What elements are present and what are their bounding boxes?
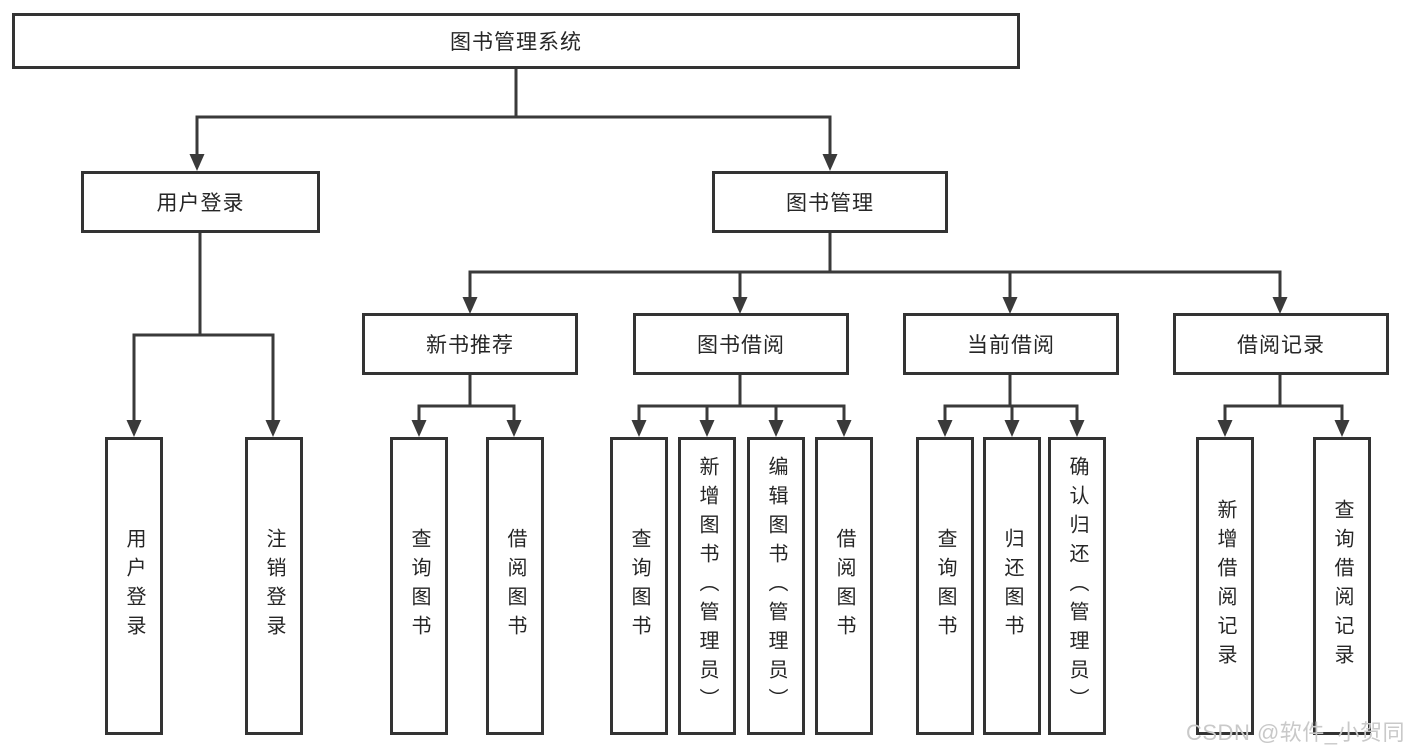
arrowhead-icon [699, 420, 715, 437]
leaf-label: 新增图书（管理员） [696, 455, 718, 717]
connector-mgmt-to-level3 [468, 230, 1282, 302]
node-label: 图书借阅 [697, 334, 785, 357]
node-book-borrow: 图书借阅 [633, 313, 849, 375]
arrowhead-icon [189, 154, 205, 171]
leaf-nb-query-books: 查询图书 [390, 437, 448, 735]
connector-record-to-leaves [1223, 372, 1344, 424]
arrowhead-icon [411, 420, 427, 437]
connector-borrow-to-leaves [637, 372, 846, 424]
node-label: 新书推荐 [426, 334, 514, 357]
leaf-nb-borrow-books: 借阅图书 [486, 437, 544, 735]
node-current-borrow: 当前借阅 [903, 313, 1119, 375]
arrowhead-icon [1334, 420, 1350, 437]
leaf-br-add-record: 新增借阅记录 [1196, 437, 1254, 735]
node-label: 图书管理系统 [450, 31, 582, 54]
arrowhead-icon [732, 297, 748, 314]
arrowhead-icon [1002, 297, 1018, 314]
connector-newbook-to-leaves [417, 372, 516, 424]
node-book-management: 图书管理 [712, 171, 948, 233]
arrowhead-icon [1004, 420, 1020, 437]
node-label: 用户登录 [156, 192, 245, 215]
leaf-cb-confirm-return-admin: 确认归还（管理员） [1048, 437, 1106, 735]
arrowhead-icon [1272, 297, 1288, 314]
leaf-label: 查询借阅记录 [1331, 499, 1353, 673]
arrowhead-icon [836, 420, 852, 437]
arrowhead-icon [768, 420, 784, 437]
arrowhead-icon [631, 420, 647, 437]
arrowhead-icon [822, 154, 838, 171]
arrowhead-icon [1217, 420, 1233, 437]
leaf-label: 查询图书 [934, 528, 956, 644]
leaf-label: 新增借阅记录 [1214, 499, 1236, 673]
leaf-label: 归还图书 [1001, 528, 1023, 644]
leaf-label: 借阅图书 [833, 528, 855, 644]
leaf-user-login: 用户登录 [105, 437, 163, 735]
connector-current-to-leaves [943, 372, 1079, 424]
node-label: 图书管理 [786, 192, 874, 215]
leaf-label: 查询图书 [628, 528, 650, 644]
arrowhead-icon [506, 420, 522, 437]
csdn-watermark: CSDN @软件_小贺同学 [1186, 720, 1405, 745]
arrowhead-icon [265, 420, 281, 437]
connector-root-to-level2 [195, 66, 832, 159]
leaf-cb-query-books: 查询图书 [916, 437, 974, 735]
leaf-br-query-record: 查询借阅记录 [1313, 437, 1371, 735]
leaf-logout: 注销登录 [245, 437, 303, 735]
leaf-label: 用户登录 [123, 528, 145, 644]
leaf-label: 编辑图书（管理员） [765, 455, 787, 717]
leaf-label: 注销登录 [263, 528, 285, 644]
leaf-bb-edit-books-admin: 编辑图书（管理员） [747, 437, 805, 735]
node-label: 当前借阅 [967, 334, 1055, 357]
connector-login-to-leaves [132, 230, 275, 424]
leaf-bb-add-books-admin: 新增图书（管理员） [678, 437, 736, 735]
node-user-login: 用户登录 [81, 171, 320, 233]
node-label: 借阅记录 [1237, 334, 1325, 357]
leaf-label: 借阅图书 [504, 528, 526, 644]
node-borrow-records: 借阅记录 [1173, 313, 1389, 375]
node-library-management-system: 图书管理系统 [12, 13, 1020, 69]
leaf-label: 确认归还（管理员） [1066, 455, 1088, 717]
arrowhead-icon [126, 420, 142, 437]
arrowhead-icon [462, 297, 478, 314]
arrowhead-icon [937, 420, 953, 437]
arrowhead-icon [1069, 420, 1085, 437]
node-new-book-recommend: 新书推荐 [362, 313, 578, 375]
leaf-bb-query-books: 查询图书 [610, 437, 668, 735]
leaf-cb-return-books: 归还图书 [983, 437, 1041, 735]
leaf-label: 查询图书 [408, 528, 430, 644]
leaf-bb-borrow-books: 借阅图书 [815, 437, 873, 735]
